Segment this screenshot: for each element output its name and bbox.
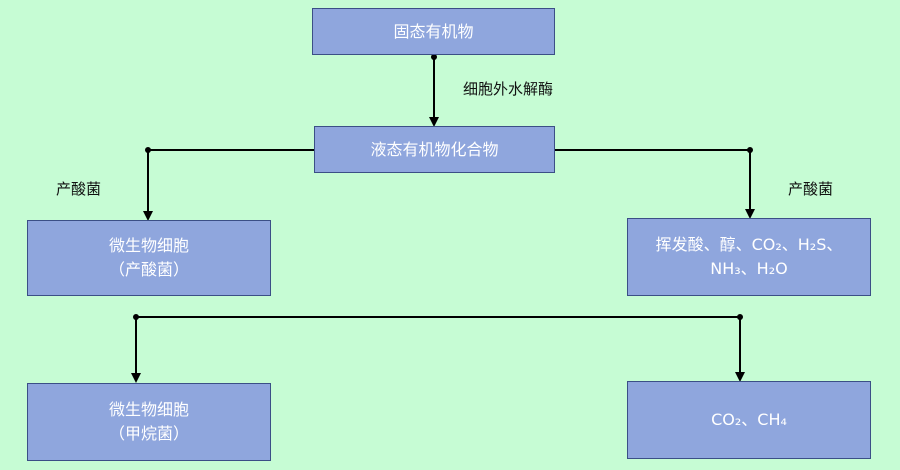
node-methanogen-cells: 微生物细胞 （甲烷菌） <box>27 383 271 461</box>
node-text: 微生物细胞 <box>108 400 189 419</box>
edge-label-hydrolase: 细胞外水解酶 <box>463 80 554 98</box>
junction-dot <box>431 54 437 60</box>
node-text: （产酸菌） <box>108 260 189 279</box>
node-text: 固态有机物 <box>393 21 474 41</box>
edge-label-acidogen-left: 产酸菌 <box>56 180 102 198</box>
node-text: 挥发酸、醇、CO₂、H₂S、 <box>655 235 843 254</box>
node-text: NH₃、H₂O <box>710 259 788 278</box>
edge-label-acidogen-right: 产酸菌 <box>788 180 834 198</box>
node-text: （甲烷菌） <box>108 424 189 443</box>
node-liquid-organic: 液态有机物化合物 <box>314 126 555 173</box>
node-text: CO₂、CH₄ <box>711 410 787 429</box>
node-solid-organic: 固态有机物 <box>312 8 555 55</box>
node-acidogen-cells: 微生物细胞 （产酸菌） <box>27 220 271 296</box>
node-gas-products: CO₂、CH₄ <box>627 381 871 459</box>
node-text: 微生物细胞 <box>108 236 189 255</box>
node-text: 液态有机物化合物 <box>370 139 499 159</box>
node-volatile-products: 挥发酸、醇、CO₂、H₂S、 NH₃、H₂O <box>627 218 871 296</box>
